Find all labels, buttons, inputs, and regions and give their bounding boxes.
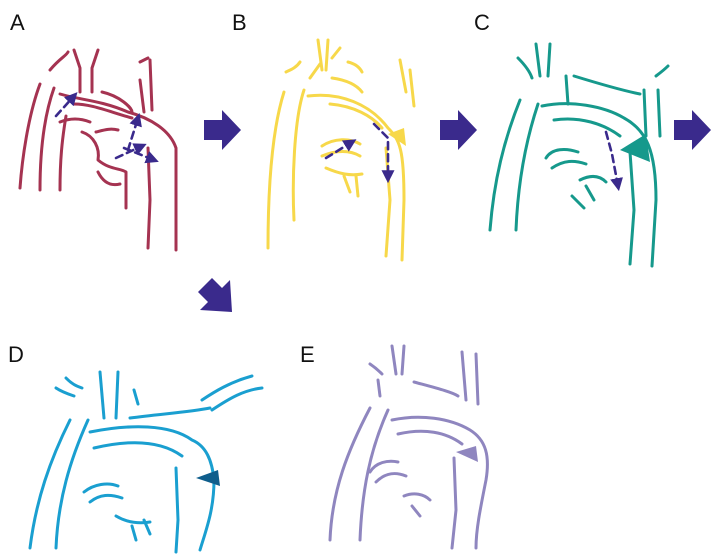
vessel-outline-a [18,48,178,252]
panel-c-label: C [474,10,490,35]
down-right-arrow-icon [198,278,232,312]
panel-a-label: A [10,10,25,35]
right-arrow-icon [440,110,477,150]
panel-d: D [8,342,264,554]
flow-arrows-b [324,122,395,184]
ductus-ligament-c [620,134,650,162]
flow-arrows-a [54,92,159,164]
right-arrow-icon [204,110,241,150]
vessel-outline-d [28,370,264,554]
ductus-ligament-d [196,470,220,486]
vessel-outline-c [488,42,670,268]
ductus-ligament-e [456,446,478,462]
panel-a: A [10,10,178,252]
panel-c: C [474,10,670,268]
ductus-ligament-b [388,128,406,146]
vessel-outline-e [328,344,489,550]
panel-e: E [300,342,489,550]
panel-b: B [232,10,416,262]
right-arrow-icon [674,110,711,150]
panel-d-label: D [8,342,24,367]
flow-arrows-c [604,130,623,192]
panel-e-label: E [300,342,315,367]
panel-b-label: B [232,10,247,35]
